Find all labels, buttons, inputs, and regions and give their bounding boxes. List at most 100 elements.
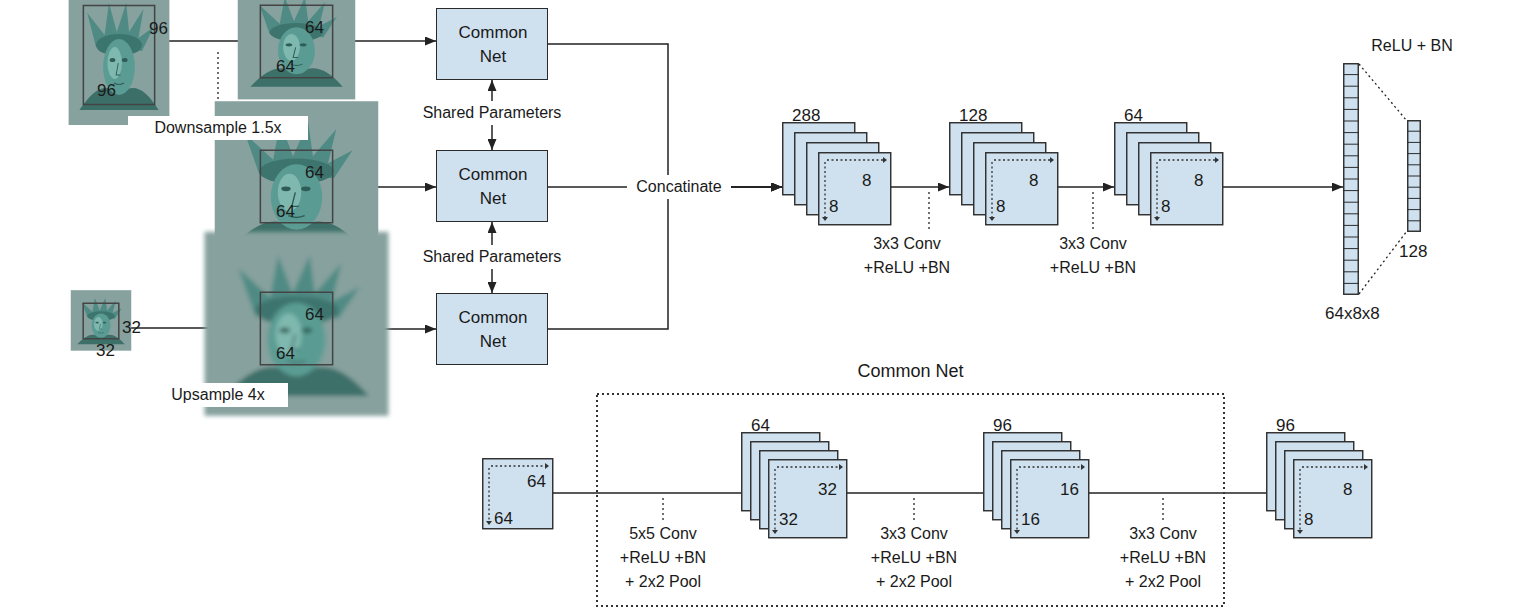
edge-label: ReLU + BN: [1362, 34, 1462, 58]
shape-part: [238, 0, 356, 99]
connector: [552, 492, 741, 494]
shape-part: [260, 292, 332, 364]
shape-part: [286, 43, 293, 46]
shape-part: [238, 0, 356, 99]
shape-part: [1407, 220, 1421, 221]
shape-part: [1407, 142, 1421, 143]
shape-part: [483, 459, 553, 529]
statue-photo: [83, 303, 119, 339]
shape-part: [99, 324, 102, 329]
shape-part: [1343, 144, 1359, 145]
leader-line: [913, 498, 914, 521]
edge-label: Shared Parameters: [412, 245, 572, 269]
shape-part: [597, 394, 1224, 606]
shape-part: [1019, 466, 1081, 467]
dimension-label: 64x8x8: [1325, 304, 1380, 324]
shape-part: [1302, 466, 1364, 467]
edge-label: 3x3 Conv +ReLU +BN: [1047, 232, 1139, 280]
dimension-label: 64: [305, 305, 324, 325]
dimension-label: 64: [276, 57, 295, 77]
module-name: Common Net: [458, 306, 528, 354]
dimension-label: 16: [1060, 480, 1079, 500]
leader-line: [1162, 498, 1163, 521]
shape-part: [1344, 64, 1359, 295]
feature-map-stack: 28888: [782, 122, 890, 224]
shape-part: [989, 217, 995, 221]
statue-photo: [260, 5, 333, 78]
shape-part: [1343, 74, 1359, 75]
shape-part: [1343, 283, 1359, 284]
shape-part: [1343, 248, 1359, 249]
shape-part: [991, 162, 992, 217]
dimension-label: 64: [305, 163, 324, 183]
connector: [548, 44, 782, 187]
shape-part: [1014, 530, 1020, 534]
dimension-label: 8: [996, 197, 1005, 217]
shape-part: [827, 159, 883, 160]
shape-part: [1407, 131, 1421, 132]
connector: [890, 186, 949, 188]
feature-map-graphic: [482, 458, 554, 530]
shape-part: [1408, 121, 1421, 232]
shape-part: [1407, 164, 1421, 165]
shape-part: [283, 34, 300, 61]
shape-part: [83, 6, 154, 105]
shape-part: [488, 468, 489, 521]
shape-part: [1011, 460, 1089, 538]
shape-part: [69, 0, 170, 125]
dimension-label: 128: [1399, 242, 1427, 262]
module-box: Common Net: [436, 150, 548, 222]
dimension-label: 8: [829, 197, 838, 217]
shape-part: [1407, 198, 1421, 199]
dimension-label: 64: [276, 202, 295, 222]
shape-part: [1159, 159, 1215, 160]
edge-label: 5x5 Conv +ReLU +BN + 2x2 Pool: [617, 522, 709, 594]
shape-part: [1407, 209, 1421, 210]
shape-part: [1343, 167, 1359, 168]
dimension-label: 32: [122, 318, 141, 338]
shape-part: [1407, 153, 1421, 154]
feature-vector: 64x8x8: [1343, 63, 1359, 295]
module-box: Common Net: [436, 8, 548, 80]
edge-label: Shared Parameters: [412, 101, 572, 125]
shape-part: [1343, 155, 1359, 156]
shape-part: [772, 530, 778, 534]
dimension-label: 32: [818, 480, 837, 500]
dimension-label: 8: [1029, 171, 1038, 191]
module-name: Common Net: [458, 21, 528, 69]
dimension-label: 64: [494, 509, 513, 529]
dimension-label: 8: [1304, 510, 1313, 530]
connector: [846, 492, 983, 494]
shape-part: [1343, 237, 1359, 238]
dimension-label: 128: [959, 106, 987, 126]
dimension-label: 96: [1276, 416, 1295, 436]
edge-label: 3x3 Conv +ReLU +BN + 2x2 Pool: [868, 522, 960, 594]
dimension-label: 8: [1194, 171, 1203, 191]
image-tile: 9696: [83, 5, 155, 105]
shape-part: [1343, 109, 1359, 110]
dimension-label: 96: [993, 416, 1012, 436]
shape-part: [486, 521, 492, 525]
shape-part: [107, 47, 121, 79]
connector: [1222, 186, 1343, 188]
feature-map-stack: 12888: [949, 122, 1057, 224]
shape-part: [1407, 187, 1421, 188]
section-heading: Common Net: [596, 361, 1225, 381]
dimension-label: 288: [792, 106, 820, 126]
image-tile: 64 64: [260, 150, 333, 223]
shape-part: [819, 153, 891, 225]
dimension-label: 64: [1124, 106, 1143, 126]
module-name: Common Net: [458, 163, 528, 211]
shape-part: [824, 162, 825, 217]
shape-part: [110, 58, 116, 62]
shape-part: [260, 5, 332, 77]
vector-cells: [1407, 120, 1421, 232]
shape-part: [839, 464, 843, 470]
shape-part: [883, 157, 887, 163]
shape-part: [1081, 464, 1085, 470]
statue-photo: [260, 292, 333, 365]
shape-part: [91, 314, 110, 338]
vector-cells: [1343, 63, 1359, 295]
shape-part: [1154, 217, 1160, 221]
shape-part: [1407, 176, 1421, 177]
